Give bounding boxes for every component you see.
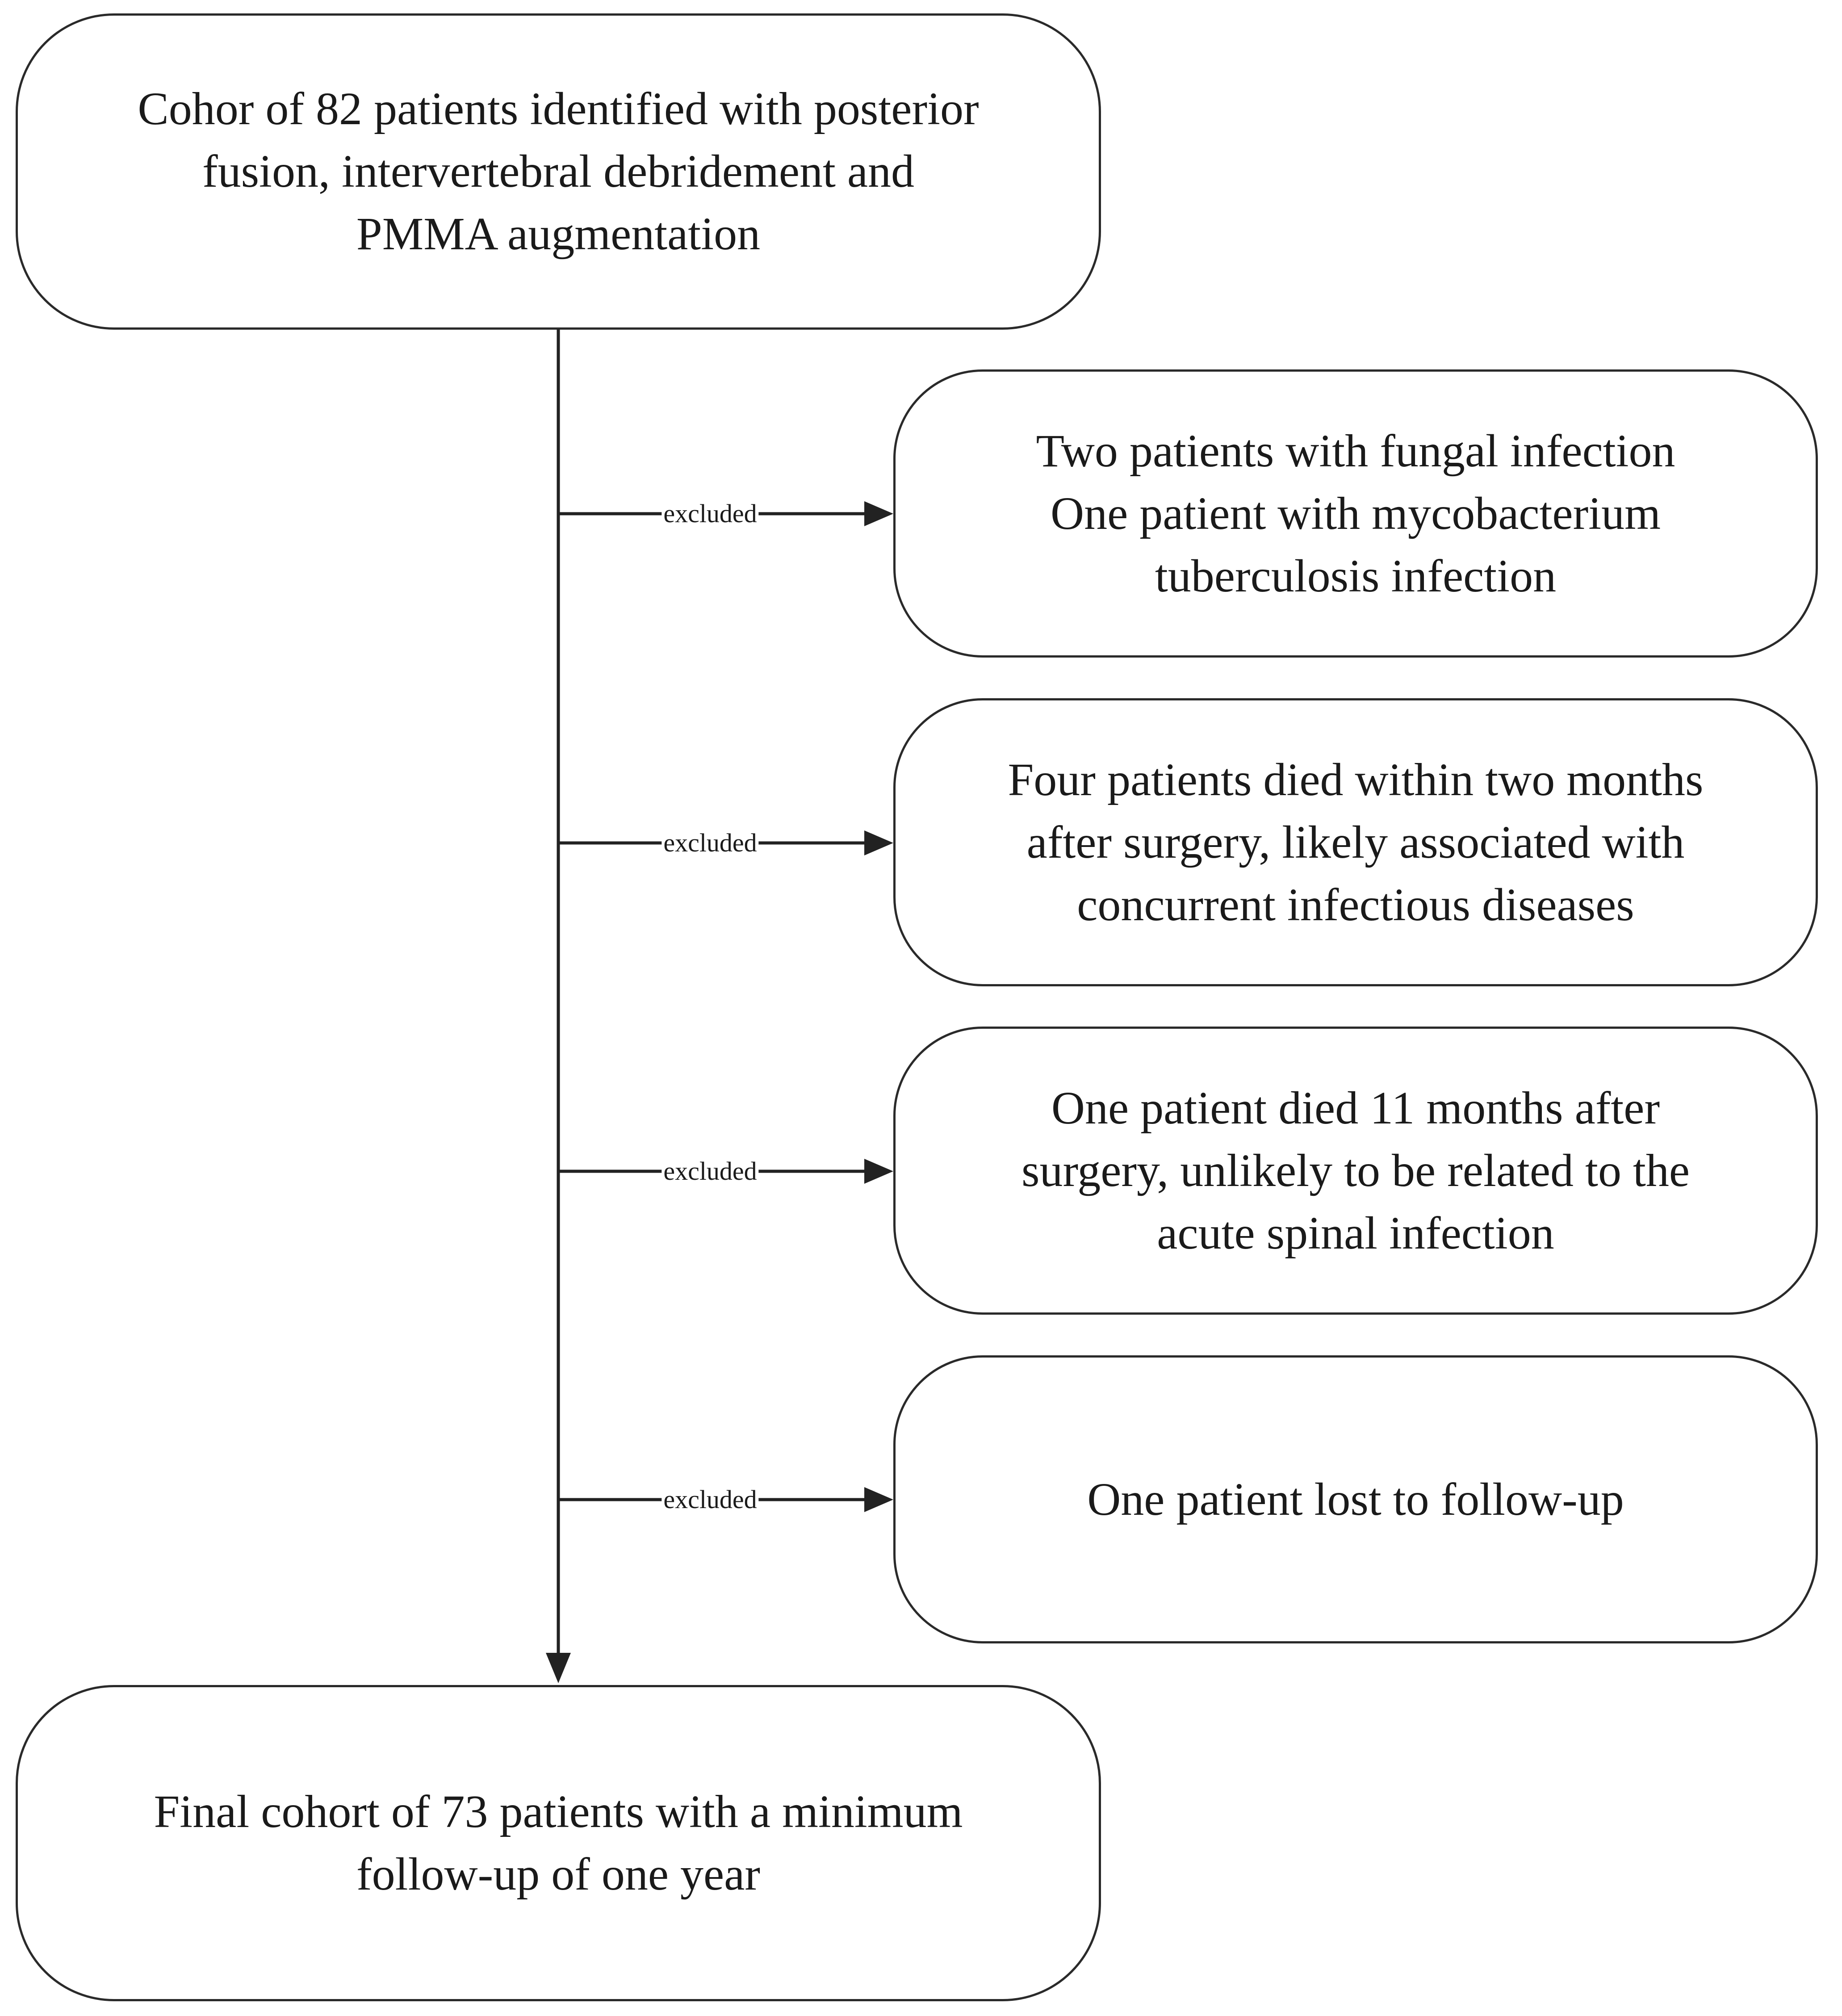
main-flow-arrowhead — [546, 1653, 571, 1683]
end-node-text: Final cohort of 73 patients with a minim… — [154, 1781, 963, 1906]
exclusion-node-text: Four patients died within two months aft… — [1008, 749, 1703, 936]
edge-label-excluded-4: excluded — [661, 1485, 759, 1514]
exclusion-node-line: concurrent infectious diseases — [1077, 879, 1634, 930]
exclusion-arrowhead-3 — [864, 1159, 893, 1184]
end-node-line: follow-up of one year — [356, 1848, 760, 1900]
edge-label-excluded-2: excluded — [661, 829, 759, 857]
exclusion-arrowhead-4 — [864, 1487, 893, 1512]
exclusion-node-line: surgery, unlikely to be related to the — [1021, 1144, 1690, 1196]
end-node: Final cohort of 73 patients with a minim… — [16, 1685, 1101, 2001]
exclusion-node-text: Two patients with fungal infection One p… — [1036, 420, 1675, 608]
start-node-text: Cohor of 82 patients identified with pos… — [138, 78, 979, 265]
start-node: Cohor of 82 patients identified with pos… — [16, 13, 1101, 330]
start-node-line: fusion, intervertebral debridement and — [202, 146, 915, 197]
exclusion-node-line: One patient lost to follow-up — [1087, 1473, 1624, 1525]
edge-label-excluded-1: excluded — [661, 499, 759, 528]
exclusion-arrowhead-2 — [864, 830, 893, 855]
exclusion-node-line: Two patients with fungal infection — [1036, 425, 1675, 477]
exclusion-node-2: Four patients died within two months aft… — [893, 698, 1818, 986]
exclusion-node-line: after surgery, likely associated with — [1026, 816, 1685, 868]
exclusion-node-line: One patient died 11 months after — [1051, 1082, 1660, 1134]
exclusion-node-line: acute spinal infection — [1157, 1207, 1554, 1259]
exclusion-node-text: One patient died 11 months after surgery… — [1021, 1077, 1690, 1265]
exclusion-node-1: Two patients with fungal infection One p… — [893, 369, 1818, 658]
start-node-line: PMMA augmentation — [356, 208, 761, 260]
exclusion-arrowhead-1 — [864, 501, 893, 526]
exclusion-node-line: tuberculosis infection — [1155, 550, 1557, 602]
exclusion-node-text: One patient lost to follow-up — [1087, 1468, 1624, 1531]
exclusion-node-4: One patient lost to follow-up — [893, 1355, 1818, 1643]
exclusion-node-line: One patient with mycobacterium — [1050, 487, 1661, 539]
exclusion-node-3: One patient died 11 months after surgery… — [893, 1027, 1818, 1315]
exclusion-node-line: Four patients died within two months — [1008, 754, 1704, 805]
end-node-line: Final cohort of 73 patients with a minim… — [154, 1786, 963, 1837]
edge-label-excluded-3: excluded — [661, 1157, 759, 1186]
start-node-line: Cohor of 82 patients identified with pos… — [138, 83, 979, 134]
